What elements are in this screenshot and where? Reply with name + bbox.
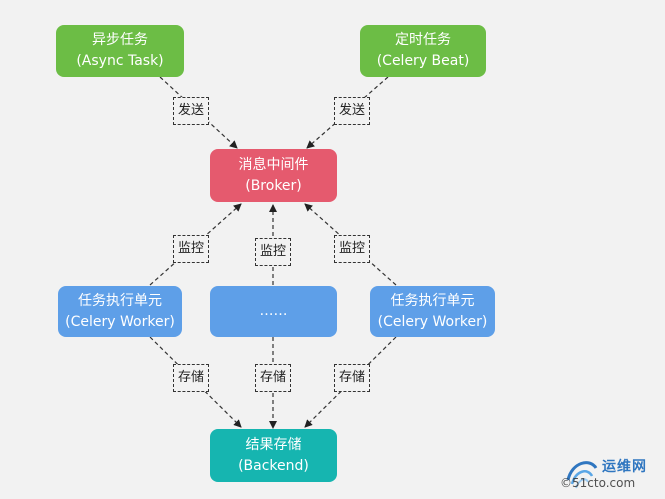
backend-subtitle: (Backend) <box>238 457 309 474</box>
watermark-title: 运维网 <box>602 459 647 475</box>
edge-label-store-middle: 存储 <box>255 364 292 392</box>
broker-node: 消息中间件 (Broker) <box>210 149 337 202</box>
worker-node-right: 任务执行单元 (Celery Worker) <box>370 286 495 337</box>
worker-left-title: 任务执行单元 <box>78 292 162 309</box>
worker-left-subtitle: (Celery Worker) <box>65 313 175 330</box>
celery-beat-subtitle: (Celery Beat) <box>376 53 470 69</box>
edge-label-send-left: 发送 <box>173 97 210 125</box>
edge-label-monitor-right: 监控 <box>334 235 371 263</box>
worker-right-subtitle: (Celery Worker) <box>377 313 488 330</box>
worker-right-title: 任务执行单元 <box>390 292 475 309</box>
async-task-node: 异步任务 (Async Task) <box>56 25 184 77</box>
celery-beat-node: 定时任务 (Celery Beat) <box>360 25 486 77</box>
edge-label-monitor-left: 监控 <box>173 235 210 263</box>
worker-middle-ellipsis: …… <box>259 303 288 319</box>
backend-node: 结果存储 (Backend) <box>210 429 337 482</box>
watermark-url: ©51cto.com <box>560 476 636 490</box>
worker-node-left: 任务执行单元 (Celery Worker) <box>58 286 182 337</box>
async-task-subtitle: (Async Task) <box>76 53 164 69</box>
worker-node-middle: …… <box>210 286 337 337</box>
edge-worker-right-to-broker <box>304 203 397 286</box>
edge-beat-to-broker <box>306 76 389 149</box>
edge-label-store-left: 存储 <box>173 364 210 392</box>
edge-label-store-right: 存储 <box>334 364 371 392</box>
backend-title: 结果存储 <box>245 436 302 453</box>
edge-worker-left-to-broker <box>149 203 242 286</box>
edge-label-send-right: 发送 <box>334 97 371 125</box>
async-task-title: 异步任务 <box>92 32 148 48</box>
broker-title: 消息中间件 <box>238 156 309 173</box>
edge-label-monitor-middle: 监控 <box>255 238 292 266</box>
celery-beat-title: 定时任务 <box>395 32 451 48</box>
broker-subtitle: (Broker) <box>245 177 302 194</box>
site-watermark: 运维网 ©51cto.com <box>560 450 665 499</box>
wave-logo-icon <box>566 461 598 489</box>
